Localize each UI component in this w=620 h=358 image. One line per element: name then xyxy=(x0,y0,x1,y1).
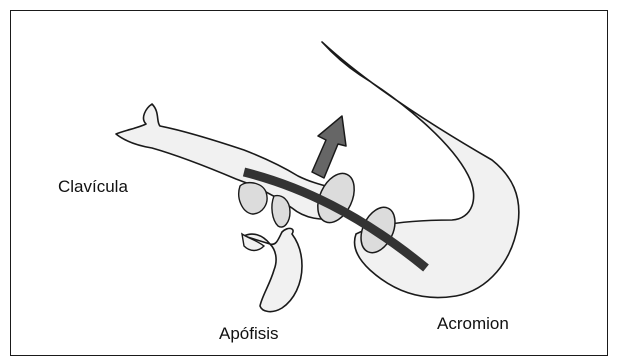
joint-lobe-left xyxy=(239,183,267,214)
joint-lobe-middle xyxy=(272,196,290,227)
clavicle-label: Clavícula xyxy=(58,178,128,195)
acromion-label: Acromion xyxy=(437,315,509,332)
process-label: Apófisis xyxy=(219,325,279,342)
clavicle-bone xyxy=(116,104,348,219)
displacement-arrow xyxy=(312,116,346,178)
